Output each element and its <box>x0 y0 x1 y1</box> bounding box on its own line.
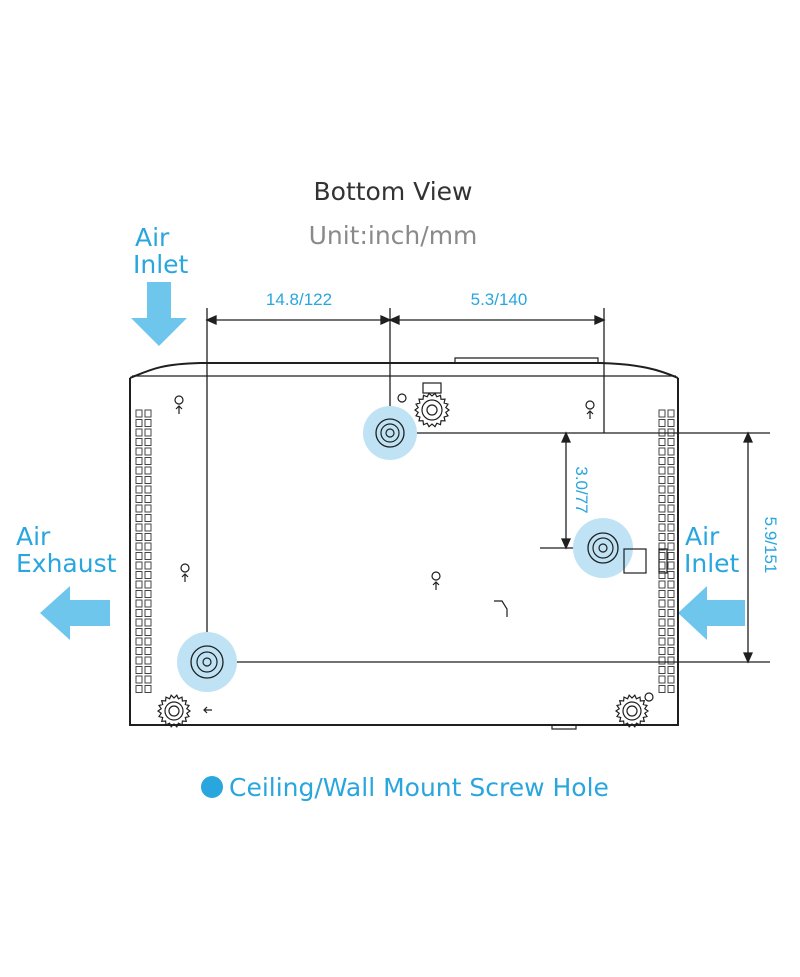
dim-right-horizontal: 5.3/140 <box>471 290 528 309</box>
dimension-lines <box>205 308 770 664</box>
air-exhaust-label-line2: Exhaust <box>16 549 117 578</box>
corner-mark <box>494 600 508 617</box>
air-inlet-top-label-line1: Air <box>135 223 170 252</box>
mount-hole-right <box>573 518 633 578</box>
foot-bottom-right <box>614 694 650 728</box>
air-inlet-top-arrow <box>131 282 187 346</box>
projector-body <box>129 357 679 730</box>
screw-marker-bottom-left <box>203 706 212 714</box>
legend-marker <box>201 776 223 798</box>
mount-hole-top <box>363 406 417 460</box>
air-exhaust-label-line1: Air <box>16 522 51 551</box>
air-inlet-right-label-line2: Inlet <box>684 549 740 578</box>
air-inlet-top-label-line2: Inlet <box>133 250 189 279</box>
foot-top <box>414 392 450 428</box>
screw-marker-top-left <box>174 395 184 414</box>
foot-bottom-left <box>156 694 192 728</box>
screw-marker-bottom-right <box>644 692 654 702</box>
legend-label: Ceiling/Wall Mount Screw Hole <box>229 773 609 802</box>
mount-hole-left <box>177 632 237 692</box>
screw-marker-mid-left <box>180 563 190 582</box>
left-vent-grille <box>135 409 152 693</box>
right-vent-grille <box>658 409 675 693</box>
dim-left-horizontal: 14.8/122 <box>266 290 332 309</box>
diagram-title: Bottom View <box>314 177 473 206</box>
foot-top-release-tab <box>422 382 442 394</box>
port-block <box>623 548 647 574</box>
screw-marker-top-right <box>585 400 595 419</box>
air-inlet-right-label-line1: Air <box>685 522 720 551</box>
dim-outer-vertical: 5.9/151 <box>761 517 780 574</box>
air-inlet-right-arrow <box>678 586 745 640</box>
dim-inner-vertical: 3.0/77 <box>572 466 591 513</box>
air-exhaust-arrow <box>40 586 110 640</box>
screw-marker-center <box>431 571 441 590</box>
unit-label: Unit:inch/mm <box>309 221 478 250</box>
port-slot <box>658 548 668 574</box>
screw-marker-near-top-foot <box>397 393 407 403</box>
